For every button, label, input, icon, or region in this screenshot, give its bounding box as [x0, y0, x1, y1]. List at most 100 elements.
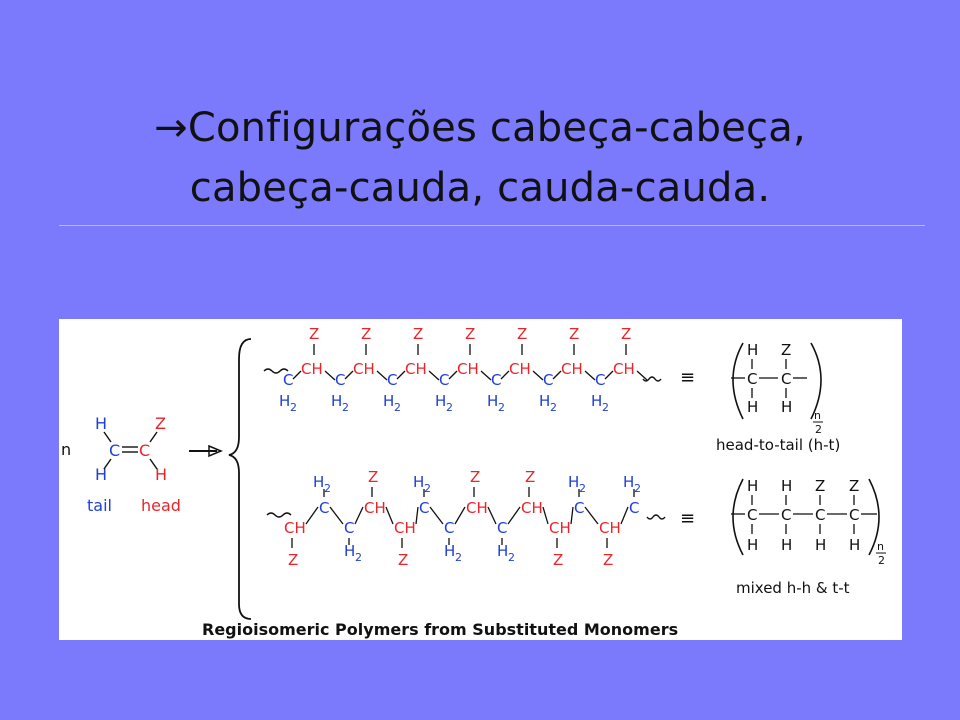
chain2-link-0 [305, 506, 319, 525]
repeat-h2-2: H [383, 392, 394, 410]
repeat-h2-0-subscript: 2 [290, 401, 297, 414]
paren-left-2 [732, 478, 744, 556]
repeat-h2-6-subscript: 2 [602, 401, 609, 414]
chain2-h2-5-subscript: 2 [424, 482, 431, 495]
chain2-z-7: Z [470, 468, 480, 486]
ru2-bottom-2: H [815, 536, 826, 554]
ru2-top-3: Z [849, 477, 859, 495]
monomer-c-tail: C [109, 441, 120, 460]
tail-label: tail [87, 496, 112, 515]
repeat-z-5: Z [569, 325, 579, 343]
equivalent-sign-1: ≡ [680, 367, 695, 388]
bond-down-5 [584, 370, 596, 381]
chain2-z-9: Z [525, 468, 535, 486]
chain2-h2-1-subscript: 2 [324, 482, 331, 495]
slide-title: →Configurações cabeça-cabeça, cabeça-cau… [0, 98, 960, 218]
chain2-h2-5: H [413, 473, 424, 491]
bond-up-4 [500, 370, 510, 380]
repeat-z-3: Z [465, 325, 475, 343]
repeat-h2-4: H [487, 392, 498, 410]
chain2-h2-13-subscript: 2 [634, 482, 641, 495]
chain2-atom-8: C [497, 519, 507, 537]
chain2-atom-7: CH [466, 499, 488, 517]
repeat-c-5: C [543, 371, 553, 389]
slide-title-line-1: →Configurações cabeça-cabeça, [0, 98, 960, 158]
chain2-h2-1: H [313, 473, 324, 491]
repeat-h2-1: H [331, 392, 342, 410]
chain2-end-wavy-left [266, 512, 292, 518]
bond-down-2 [428, 370, 440, 381]
ru2-c-0: C [747, 506, 757, 524]
chain2-z-0: Z [288, 551, 298, 569]
chain2-link-1 [329, 506, 344, 525]
chain2-link-10 [570, 506, 574, 525]
slide-title-line-2: cabeça-cauda, cauda-cauda. [189, 165, 771, 211]
repeat-z-0: Z [309, 325, 319, 343]
chain2-h2-8: H [497, 542, 508, 560]
equivalent-sign-2: ≡ [680, 508, 695, 529]
bond-monomer-1 [103, 431, 112, 443]
chain2-z-4: Z [398, 551, 408, 569]
chain2-atom-11: C [574, 499, 584, 517]
title-divider [59, 225, 925, 226]
arrow-icon: → [154, 105, 188, 151]
bond-down-6 [636, 370, 648, 381]
repeat-h2-3-subscript: 2 [446, 401, 453, 414]
repeat-c-0: C [283, 371, 293, 389]
repeat-z-2: Z [413, 325, 423, 343]
ru2-bottom-0: H [747, 536, 758, 554]
repeat-ch-1: CH [353, 360, 375, 378]
ru2-bottom-1: H [781, 536, 792, 554]
repeat-h2-0: H [279, 392, 290, 410]
repeat-c-2: C [387, 371, 397, 389]
chain2-link-4 [415, 506, 419, 525]
repeat-ch-2: CH [405, 360, 427, 378]
chain2-end-wavy-right [646, 514, 666, 520]
chain2-atom-5: C [419, 499, 429, 517]
ru1-fraction-2: 2 [815, 423, 822, 436]
ru2-bottom-3: H [849, 536, 860, 554]
chain2-link-2 [354, 506, 364, 525]
figure-caption: Regioisomeric Polymers from Substituted … [202, 620, 678, 639]
repeat-h2-4-subscript: 2 [498, 401, 505, 414]
repeat-c-4: C [491, 371, 501, 389]
bond-up-6 [604, 370, 614, 380]
chain2-atom-3: CH [364, 499, 386, 517]
repeat-ch-4: CH [509, 360, 531, 378]
chain2-link-5 [429, 506, 444, 525]
chain2-link-9 [542, 506, 549, 525]
chain2-h2-11: H [568, 473, 579, 491]
coefficient-n: n [61, 440, 71, 459]
repeat-h2-3: H [435, 392, 446, 410]
ru1-c-1: C [747, 370, 757, 388]
repeat-c-3: C [439, 371, 449, 389]
ru2-top-2: Z [815, 477, 825, 495]
head-to-tail-label: head-to-tail (h-t) [716, 436, 840, 454]
ru2-top-0: H [747, 477, 758, 495]
repeat-ch-6: CH [613, 360, 635, 378]
paren-right-2 [868, 478, 880, 556]
repeat-c-6: C [595, 371, 605, 389]
chain2-atom-4: CH [394, 519, 416, 537]
repeat-z-1: Z [361, 325, 371, 343]
chain2-h2-11-subscript: 2 [579, 482, 586, 495]
bond-up-2 [396, 370, 406, 380]
chain2-atom-10: CH [549, 519, 571, 537]
repeat-h2-5-subscript: 2 [550, 401, 557, 414]
bond-down-0 [324, 370, 336, 381]
ru2-c-1: C [781, 506, 791, 524]
chain-end-wavy-left [263, 368, 289, 374]
ru1-h-top: H [747, 341, 758, 359]
ru2-c-2: C [815, 506, 825, 524]
ru2-c-3: C [849, 506, 859, 524]
repeat-ch-5: CH [561, 360, 583, 378]
bond-up-3 [448, 370, 458, 380]
chain2-h2-2-subscript: 2 [355, 551, 362, 564]
ru2-fraction-2: 2 [878, 554, 885, 567]
ru1-c-2: C [781, 370, 791, 388]
monomer-h-bottom: H [95, 465, 107, 484]
repeat-ch-0: CH [301, 360, 323, 378]
ru1-h-bottom-2: H [781, 398, 792, 416]
chain2-h2-8-subscript: 2 [508, 551, 515, 564]
